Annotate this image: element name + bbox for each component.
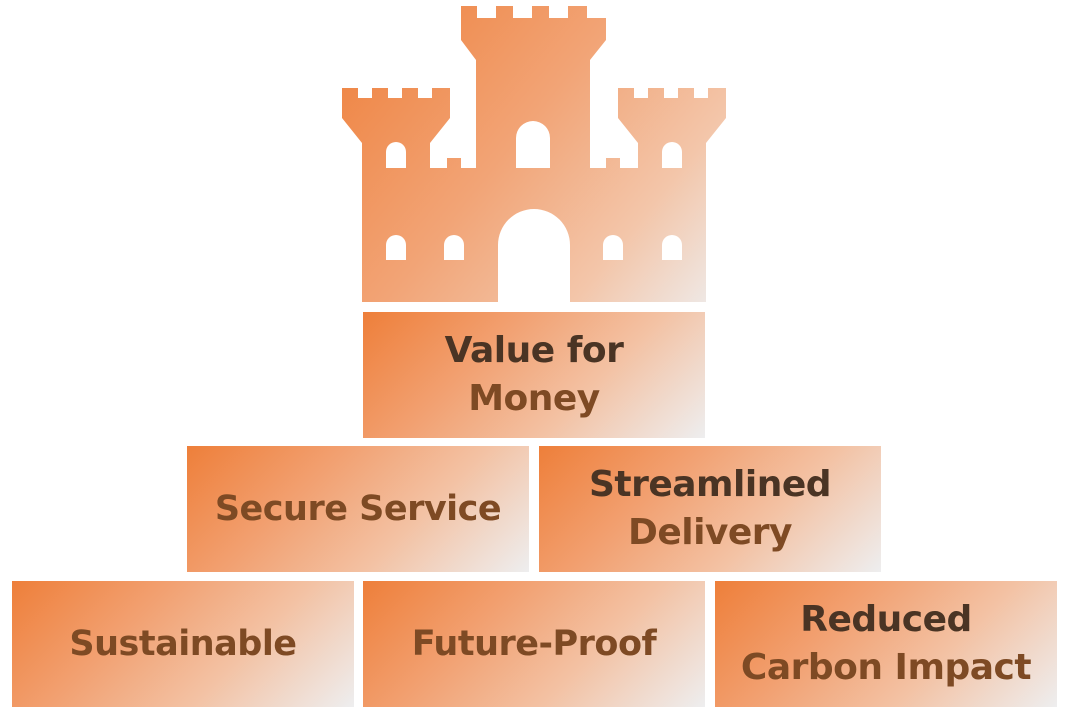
block-label-line: Sustainable bbox=[69, 624, 297, 664]
block-sustainable: Sustainable bbox=[12, 581, 354, 707]
block-label-line: Value for bbox=[444, 330, 624, 371]
block-label-line: Reduced bbox=[800, 599, 972, 640]
block-reduced-carbon-impact: Reduced Carbon Impact bbox=[715, 581, 1057, 707]
block-secure-service: Secure Service bbox=[187, 446, 529, 572]
block-label-line: Carbon Impact bbox=[740, 647, 1032, 688]
block-label: Sustainable bbox=[69, 620, 297, 668]
castle-icon bbox=[342, 6, 726, 302]
block-label-line: Future-Proof bbox=[411, 624, 657, 664]
block-label-line: Streamlined bbox=[588, 464, 832, 505]
block-future-proof: Future-Proof bbox=[363, 581, 705, 707]
block-label: Streamlined Delivery bbox=[588, 461, 832, 557]
block-streamlined-delivery: Streamlined Delivery bbox=[539, 446, 881, 572]
block-label: Value for Money bbox=[445, 327, 624, 423]
block-label: Secure Service bbox=[214, 485, 502, 533]
block-label-line: Delivery bbox=[627, 512, 793, 553]
block-label: Reduced Carbon Impact bbox=[740, 596, 1032, 692]
block-label-line: Money bbox=[468, 378, 600, 419]
block-label-line: Secure Service bbox=[214, 489, 502, 529]
block-label: Future-Proof bbox=[412, 620, 657, 668]
block-value-for-money: Value for Money bbox=[363, 312, 705, 438]
